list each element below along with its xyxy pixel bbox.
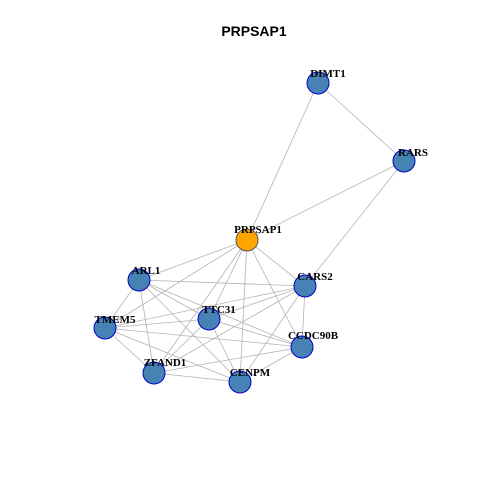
node-cars2[interactable] — [293, 274, 317, 298]
edge-prpsap1-cenpm — [239, 239, 248, 383]
graph-title: PRPSAP1 — [221, 23, 287, 39]
node-zfand1[interactable] — [142, 361, 166, 385]
node-label-prpsap1: PRPSAP1 — [234, 224, 282, 236]
edge-tmem5-ccdc90b — [104, 327, 303, 348]
edge-ccdc90b-cenpm — [239, 346, 303, 383]
node-ccdc90b[interactable] — [290, 335, 314, 359]
edge-prpsap1-dimt1 — [246, 82, 319, 241]
edge-prpsap1-arl1 — [138, 239, 248, 281]
node-arl1[interactable] — [127, 268, 151, 292]
edge-ttc31-zfand1 — [153, 318, 210, 374]
edge-arl1-cars2 — [138, 279, 306, 287]
node-dimt1[interactable] — [306, 71, 330, 95]
edge-prpsap1-zfand1 — [153, 239, 248, 374]
edge-prpsap1-ttc31 — [208, 239, 248, 320]
node-label-dimt1: DIMT1 — [310, 68, 345, 80]
edge-ccdc90b-zfand1 — [153, 346, 303, 374]
node-label-zfand1: ZFAND1 — [144, 357, 187, 369]
edge-ttc31-ccdc90b — [208, 318, 303, 348]
node-rars[interactable] — [392, 149, 416, 173]
edge-tmem5-cenpm — [104, 327, 241, 383]
edge-arl1-ccdc90b — [138, 279, 303, 348]
edge-cars2-ttc31 — [208, 285, 306, 320]
node-label-arl1: ARL1 — [132, 265, 161, 277]
node-label-tmem5: TMEM5 — [95, 314, 136, 326]
node-ttc31[interactable] — [197, 307, 221, 331]
node-label-ttc31: TTC31 — [202, 304, 236, 316]
edge-cars2-tmem5 — [104, 285, 306, 329]
node-tmem5[interactable] — [93, 316, 117, 340]
edge-rars-cars2 — [304, 160, 405, 287]
edge-arl1-ttc31 — [138, 279, 210, 320]
edge-cars2-zfand1 — [153, 285, 306, 374]
edge-zfand1-cenpm — [153, 372, 241, 383]
edge-arl1-cenpm — [138, 279, 241, 383]
node-cenpm[interactable] — [228, 370, 252, 394]
edge-cars2-cenpm — [239, 285, 306, 383]
edge-prpsap1-ccdc90b — [246, 239, 303, 348]
edge-ttc31-cenpm — [208, 318, 241, 383]
node-prpsap1[interactable] — [235, 228, 259, 252]
edge-ttc31-tmem5 — [104, 318, 210, 329]
edge-dimt1-rars — [317, 82, 405, 162]
edge-prpsap1-tmem5 — [104, 239, 248, 329]
edge-prpsap1-cars2 — [246, 239, 306, 287]
node-label-rars: RARS — [398, 147, 428, 159]
node-label-cenpm: CENPM — [230, 367, 271, 379]
node-label-cars2: CARS2 — [297, 271, 333, 283]
edge-arl1-zfand1 — [138, 279, 155, 374]
edge-prpsap1-rars — [246, 160, 405, 241]
node-label-ccdc90b: CCDC90B — [288, 330, 339, 342]
